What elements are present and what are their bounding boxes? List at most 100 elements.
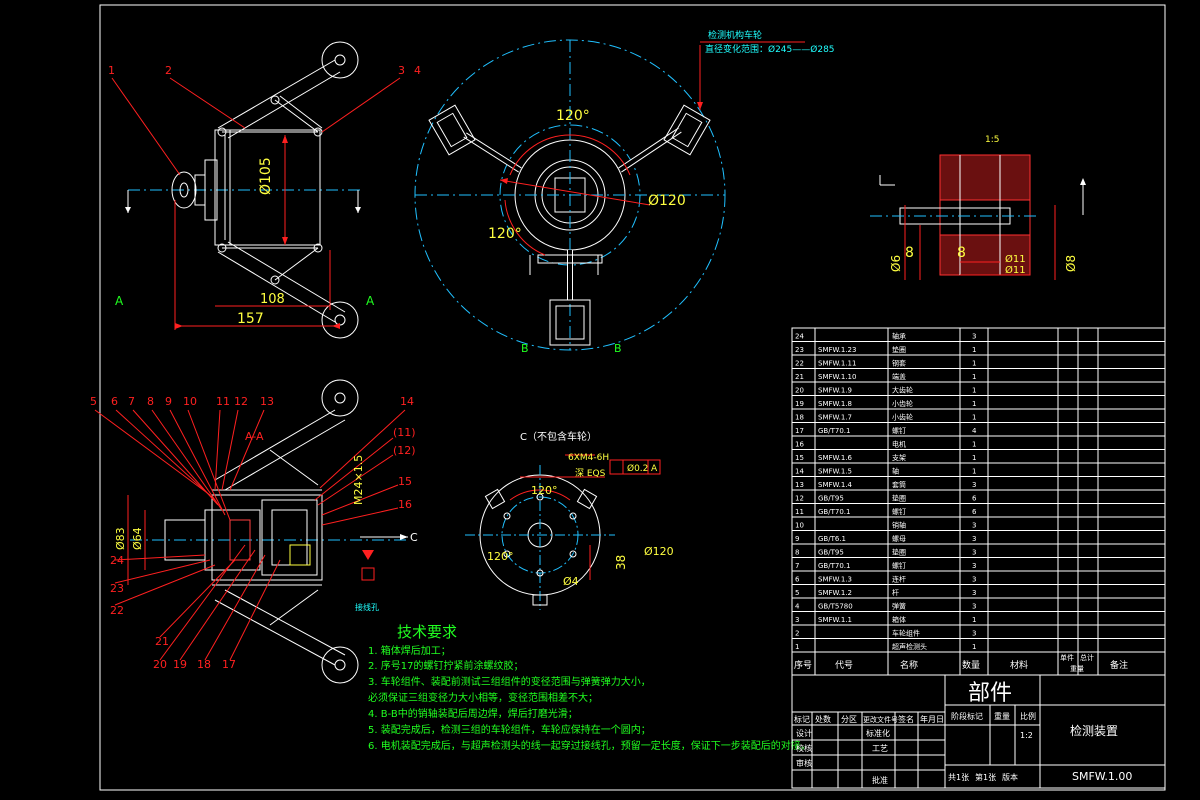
tech-title: 技术要求 — [397, 623, 457, 641]
part-kind: 部件 — [968, 681, 1012, 706]
balloon-2: 2 — [165, 64, 172, 77]
bom-cell-name: 超声检测头 — [892, 642, 927, 651]
bom-cell-qty: 6 — [972, 508, 977, 516]
bom-cell-code: GB/T70.1 — [818, 508, 850, 516]
bom-cell-name: 支架 — [892, 453, 906, 462]
bom-cell-qty: 1 — [972, 400, 976, 408]
balloon-24: 24 — [110, 554, 124, 567]
top-view: 1 2 3 4 Ø105 108 157 A A — [108, 41, 421, 339]
bom-cell-name: 套筒 — [892, 480, 906, 489]
bom-cell-code: SMFW.1.11 — [818, 360, 856, 368]
tech-item-2: 2. 序号17的螺钉拧紧前涂螺纹胶； — [368, 659, 523, 672]
bom-cell-qty: 3 — [972, 630, 976, 638]
bom-cell-qty: 4 — [972, 427, 977, 435]
bom-cell-no: 21 — [795, 373, 804, 381]
bom-header-no: 序号 — [794, 659, 812, 671]
bom-cell-qty: 6 — [972, 495, 977, 503]
section-aa-title: A-A — [245, 430, 264, 443]
view-c-dim-38: 38 — [614, 555, 628, 570]
bom-cell-qty: 1 — [972, 643, 976, 651]
bom-cell-no: 1 — [795, 643, 799, 651]
bom-cell-qty: 3 — [972, 522, 976, 530]
angle-top: 120° — [556, 108, 590, 124]
bom-cell-code: SMFW.1.6 — [818, 454, 853, 462]
bom-cell-code: GB/T70.1 — [818, 427, 850, 435]
note-title: 检测机构车轮 — [708, 29, 762, 41]
stage-label: 阶段标记 — [951, 711, 983, 721]
sheet-total: 共1张 — [948, 773, 969, 782]
rev-h-0: 标记 — [794, 714, 810, 724]
bom-cell-qty: 3 — [972, 549, 976, 557]
bom-cell-code: SMFW.1.9 — [818, 387, 852, 395]
bom-cell-code: SMFW.1.1 — [818, 616, 852, 624]
bom-cell-name: 箱体 — [892, 615, 906, 624]
balloon-23: 23 — [110, 582, 124, 595]
role-1: 校核 — [796, 743, 812, 753]
bom-cell-code: GB/T95 — [818, 495, 844, 503]
tech-item-1: 1. 箱体焊后加工； — [368, 644, 451, 657]
detail-view: 1:5 8 8 Ø6 Ø8 Ø11 Ø11 — [870, 135, 1086, 280]
bom-cell-name: 垫圈 — [892, 548, 906, 557]
bom-cell-qty: 3 — [972, 535, 976, 543]
bom-cell-no: 11 — [795, 508, 804, 516]
balloon-7: 7 — [128, 395, 135, 408]
bom-cell-code: SMFW.1.3 — [818, 576, 852, 584]
bom-cell-no: 15 — [795, 454, 804, 462]
detail-dim-phi8: Ø8 — [1064, 255, 1078, 272]
bom-cell-no: 10 — [795, 522, 804, 530]
bom-cell-qty: 1 — [972, 441, 976, 449]
rev-h-1: 处数 — [815, 714, 831, 724]
bom-cell-code: SMFW.1.5 — [818, 468, 852, 476]
bom-cell-name: 杆 — [892, 588, 899, 597]
view-c-angle-left: 120° — [487, 550, 514, 563]
bom-cell-qty: 3 — [972, 576, 976, 584]
bom-cell-qty: 3 — [972, 562, 976, 570]
view-c-marker: C — [410, 531, 418, 544]
drawing-no: SMFW.1.00 — [1072, 770, 1132, 783]
front-view: 检测机构车轮 直径变化范围：Ø245——Ø285 120° 120° Ø120 … — [414, 29, 835, 355]
view-c-title: C（不包含车轮） — [520, 430, 597, 443]
bom-cell-no: 7 — [795, 562, 799, 570]
bom-cell-name: 弹簧 — [892, 602, 906, 611]
bom-cell-name: 螺钉 — [892, 507, 906, 516]
section-a-left: A — [115, 294, 124, 308]
balloon-18: 18 — [197, 658, 211, 671]
bom-cell-code: SMFW.1.10 — [818, 373, 856, 381]
balloon-11b: (11) — [393, 426, 416, 439]
bom-cell-name: 大齿轮 — [892, 386, 913, 395]
bom-cell-no: 5 — [795, 589, 799, 597]
balloon-21: 21 — [155, 635, 169, 648]
title-block: 部件 检测装置 SMFW.1.00 阶段标记 重量 比例 1:2 共1张 第1张… — [791, 674, 1166, 789]
detail-scale: 1:5 — [985, 135, 999, 145]
bom-cell-no: 13 — [795, 481, 804, 489]
dim-157: 157 — [237, 311, 264, 327]
bom-cell-name: 小齿轮 — [892, 399, 913, 408]
bom-cell-qty: 3 — [972, 333, 976, 341]
bom-cell-no: 9 — [795, 535, 799, 543]
bom-header-name: 名称 — [900, 659, 918, 671]
bom-cell-qty: 1 — [972, 616, 976, 624]
bom-cell-no: 14 — [795, 468, 804, 476]
bom-cell-no: 6 — [795, 576, 800, 584]
bom-cell-code: SMFW.1.7 — [818, 414, 852, 422]
bom-header-note: 备注 — [1110, 659, 1128, 671]
tech-item-3: 3. 车轮组件、装配前测试三组组件的变径范围与弹簧弹力大小， — [368, 675, 651, 688]
balloon-5: 5 — [90, 395, 97, 408]
bom-cell-no: 24 — [795, 333, 804, 341]
bom-header-material: 材料 — [1010, 659, 1028, 671]
view-c-hole-callout: 6XM4-6H — [568, 453, 609, 463]
bom-cell-name: 连杆 — [892, 575, 906, 584]
drawing-name: 检测装置 — [1070, 723, 1118, 738]
bom-cell-no: 8 — [795, 549, 799, 557]
balloon-14: 14 — [400, 395, 414, 408]
bom-cell-code: SMFW.1.2 — [818, 589, 852, 597]
detail-dim-phi11a: Ø11 — [1005, 253, 1026, 265]
tech-item-5: 5. 装配完成后，检测三组的车轮组件，车轮应保持在一个圆内； — [368, 723, 651, 736]
role-4: 标准化 — [866, 728, 890, 738]
section-b-right: B — [614, 342, 622, 355]
bom-cell-no: 22 — [795, 360, 804, 368]
role-2: 审核 — [796, 758, 812, 768]
bom-header-code: 代号 — [835, 660, 853, 671]
section-a-right: A — [366, 294, 375, 308]
